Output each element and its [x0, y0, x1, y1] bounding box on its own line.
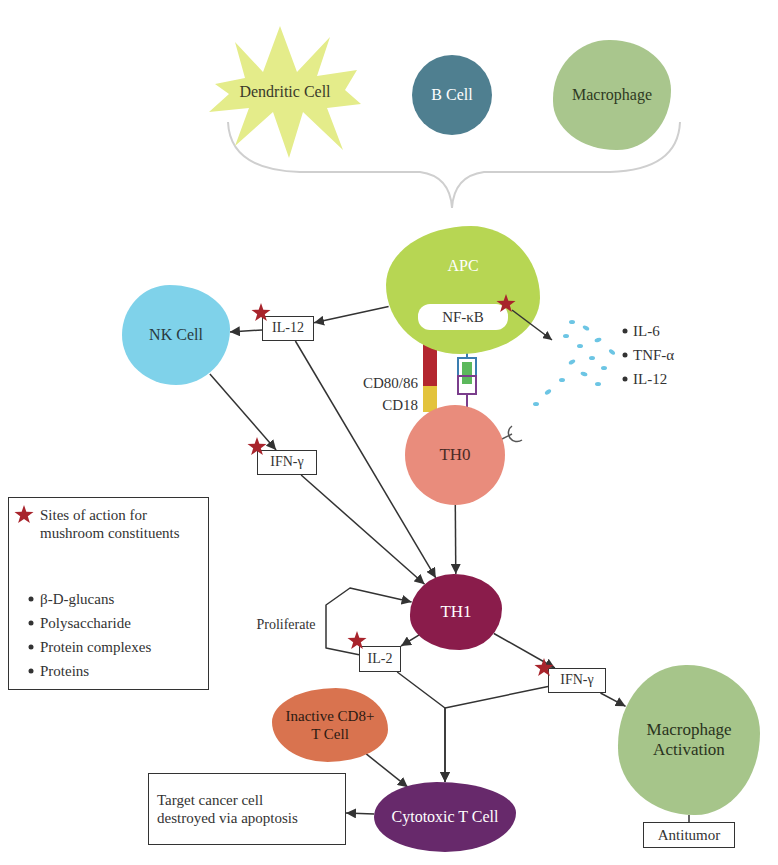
node-text: NF-κB	[442, 308, 484, 326]
connector-arrow	[455, 505, 457, 574]
nfkb-release-line	[512, 310, 552, 340]
connector-arrow	[314, 306, 389, 322]
b-cell: B Cell	[412, 55, 492, 135]
cytokine-label: IL-12	[633, 370, 667, 388]
node-text: Antitumor	[658, 826, 721, 844]
cytokine-box: IFN-γ	[257, 450, 317, 475]
constituent-label: Protein complexes	[40, 638, 151, 656]
node-text: Dendritic Cell	[239, 82, 330, 101]
list-bullets	[29, 329, 628, 674]
legend-frame	[9, 498, 209, 690]
node-text: TH0	[439, 445, 470, 465]
node-text: Macrophage	[572, 85, 652, 104]
action-star	[251, 303, 270, 321]
cytokine-box: IFN-γ	[548, 668, 606, 693]
outcome-box: Antitumor	[643, 822, 735, 848]
nf-kb-box: NF-κB	[418, 304, 508, 330]
legend-star	[14, 505, 33, 523]
connector-arrow	[445, 687, 548, 783]
action-star	[496, 294, 515, 312]
cytotoxic-t-cell: Cytotoxic T Cell	[374, 782, 516, 852]
node-text: Cytotoxic T Cell	[392, 807, 499, 826]
action-star	[247, 437, 266, 455]
node-text: Macrophage Activation	[634, 720, 744, 761]
constituent-label: Proteins	[40, 662, 89, 680]
node-text: IL-12	[272, 320, 304, 337]
outcome-box: Target cancer cell destroyed via apoptos…	[148, 773, 346, 845]
connector-arrow	[301, 475, 425, 584]
connector-arrow	[401, 635, 419, 646]
th1-cell: TH1	[410, 574, 502, 650]
node-text: IFN-γ	[560, 672, 593, 689]
node-text: IL-2	[368, 651, 393, 668]
cytokine-receptor	[500, 426, 522, 442]
connector-arrow	[346, 813, 374, 814]
dendritic-cell: Dendritic Cell	[205, 22, 365, 162]
cd80-cd18-receptor	[423, 340, 437, 412]
connector-arrow	[601, 693, 626, 706]
node-text: Target cancer cell destroyed via apoptos…	[157, 791, 307, 827]
connector-arrow	[326, 588, 412, 655]
node-text: IFN-γ	[270, 454, 303, 471]
connector-arrow	[230, 330, 262, 332]
cytokine-box: IL-12	[262, 316, 314, 341]
receptor-label: CD80/86	[340, 374, 418, 392]
connector-arrow	[210, 374, 276, 450]
cytokine-label: IL-6	[633, 322, 660, 340]
cytokine-box: IL-2	[359, 646, 401, 672]
cytokine-label: TNF-α	[633, 346, 674, 364]
connector-arrow	[397, 672, 445, 782]
connector-arrow	[366, 754, 408, 787]
macrophage-cell: Macrophage	[553, 40, 671, 150]
node-text: NK Cell	[149, 325, 203, 344]
th0-cell: TH0	[405, 405, 505, 505]
nk-cell: NK Cell	[122, 285, 230, 385]
dendritic-shape	[209, 26, 361, 158]
connector-arrow	[494, 634, 555, 669]
cytokine-dots	[533, 320, 616, 406]
node-text: TH1	[440, 602, 471, 622]
connector-arrow	[688, 815, 690, 822]
edge-label: Proliferate	[254, 617, 317, 634]
constituent-label: β-D-glucans	[40, 590, 114, 608]
macrophage-activation: Macrophage Activation	[618, 665, 760, 815]
node-text: APC	[447, 256, 478, 275]
cd8-t-cell: Inactive CD8+ T Cell	[272, 688, 388, 762]
constituent-label: Polysaccharide	[40, 614, 131, 632]
node-text: Inactive CD8+ T Cell	[282, 707, 378, 743]
legend-text: Sites of action for mushroom constituent…	[40, 506, 200, 542]
receptor-label: CD18	[360, 396, 418, 414]
action-star	[347, 631, 366, 649]
action-star	[534, 658, 553, 676]
node-text: B Cell	[431, 85, 472, 104]
apc-cell: APC NF-κB	[386, 226, 540, 354]
